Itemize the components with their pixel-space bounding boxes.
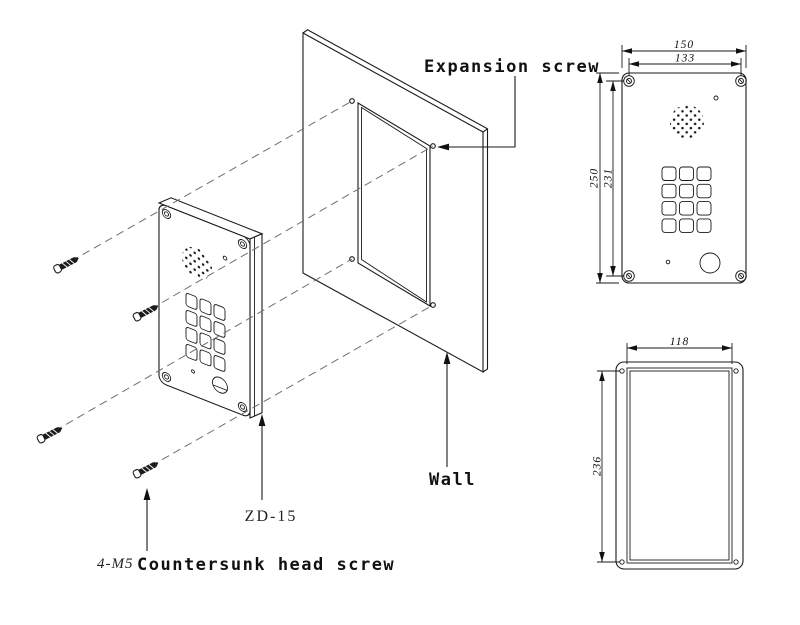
call-button-iso <box>212 376 228 394</box>
arrowhead-up <box>258 414 266 426</box>
call-button <box>699 252 721 274</box>
arrowhead-up <box>443 352 451 364</box>
keypad-key <box>679 218 694 233</box>
corner-screw <box>735 270 747 282</box>
keypad-key <box>661 183 677 199</box>
wall-mount-hole <box>349 98 355 104</box>
countersunk-screw <box>132 462 159 479</box>
back-box-view: 118 236 <box>592 336 744 570</box>
corner-screw-iso <box>161 371 172 382</box>
countersunk-callout: 4-M5 Countersunk head screw <box>97 488 395 575</box>
dim-value: 250 <box>589 168 601 188</box>
corner-screw-iso <box>161 208 172 219</box>
front-view: 150 133 250 231 <box>589 39 747 284</box>
exploded-view: Expansion screw Wall ZD-15 4-M5 Counters… <box>36 29 600 575</box>
expansion-screw-label: Expansion screw <box>424 57 600 77</box>
wall-mount-hole <box>430 143 436 149</box>
arrowhead-up <box>143 488 151 500</box>
keypad-key <box>661 218 677 233</box>
dim-value: 118 <box>670 336 689 348</box>
dim-150: 150 <box>621 39 747 68</box>
screw-axis-dashed-line <box>139 304 434 473</box>
led-hole-iso <box>191 369 195 374</box>
dim-236: 236 <box>592 370 620 563</box>
wall-mount-hole <box>430 302 436 308</box>
wall-callout: Wall <box>429 352 476 490</box>
dim-231: 231 <box>603 80 624 277</box>
dim-118: 118 <box>626 336 733 364</box>
countersunk-screws <box>36 257 159 479</box>
intercom-device-iso <box>157 197 264 419</box>
wall-panel <box>302 29 489 373</box>
model-label: ZD-15 <box>245 508 298 525</box>
screw-axis-dashed-line <box>59 100 353 268</box>
keypad <box>661 166 712 233</box>
speaker-grille-iso <box>182 246 212 280</box>
countersunk-screw <box>36 427 63 444</box>
dim-value: 133 <box>675 53 695 65</box>
front-panel <box>621 72 747 284</box>
screw-axis-guides <box>43 100 434 473</box>
screw-axis-dashed-line <box>139 145 434 316</box>
keypad-key <box>679 183 694 199</box>
dim-133: 133 <box>628 53 742 76</box>
speaker-grille <box>670 105 704 139</box>
countersunk-screw <box>132 305 159 322</box>
model-callout: ZD-15 <box>245 414 298 525</box>
keypad-iso <box>185 292 226 372</box>
expansion-screw-leader <box>443 76 516 148</box>
countersunk-screw <box>53 257 79 274</box>
leader-arrowhead <box>437 143 449 151</box>
dim-value: 231 <box>603 168 615 188</box>
led-hole <box>665 259 671 265</box>
screw-axis-dashed-line <box>43 258 353 438</box>
keypad-key <box>696 183 712 199</box>
keypad-key <box>696 218 712 233</box>
wall-opening <box>357 102 431 307</box>
screw-spec-label: 4-M5 <box>97 556 134 572</box>
box-hole <box>733 559 739 565</box>
device-front-plate <box>158 204 251 417</box>
corner-screw-iso <box>237 239 248 250</box>
expansion-screw-callout: Expansion screw <box>424 57 600 151</box>
wall-label: Wall <box>429 470 476 490</box>
back-box-frame <box>626 367 733 564</box>
keypad-key <box>661 166 677 181</box>
corner-screw-iso <box>237 402 248 413</box>
dim-250: 250 <box>589 72 619 284</box>
keypad-key <box>679 201 694 216</box>
dim-value: 236 <box>592 456 604 476</box>
mic-hole-iso <box>222 255 228 261</box>
keypad-key <box>679 166 694 181</box>
keypad-key <box>696 201 712 216</box>
keypad-key <box>696 166 712 181</box>
box-hole <box>733 368 739 374</box>
countersunk-label: Countersunk head screw <box>137 555 395 575</box>
mic-hole <box>713 95 719 101</box>
keypad-key <box>661 201 677 216</box>
dim-value: 150 <box>674 39 694 51</box>
back-box-outline <box>615 361 744 570</box>
